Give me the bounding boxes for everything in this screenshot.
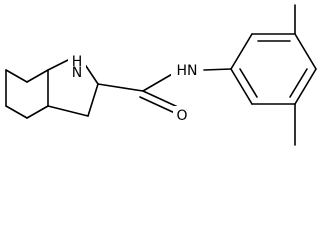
bond-n-aryl: [203, 68, 232, 71]
cyclohexane-ring: [5, 69, 49, 119]
bond-c1-c2: [26, 69, 49, 83]
bond-ar1-ar2: [230, 33, 253, 70]
bond-c3-c3a: [47, 105, 89, 117]
aromatic-inner-bond-3: [239, 68, 258, 98]
amine-nitrogen-label: N: [72, 65, 82, 81]
carbonyl-oxygen-label: O: [176, 108, 187, 124]
carbonyl-o-label-mask: [173, 106, 191, 126]
amide-nh-label: HN: [177, 63, 198, 79]
amide-nh-label-mask: [171, 61, 203, 81]
bond-c2-c3: [87, 83, 99, 117]
bond-carbonyl-o-b: [139, 96, 178, 115]
amine-label-mask: [68, 50, 86, 78]
bond-ar6-ar1: [230, 68, 253, 105]
bond-c2-carbonyl: [97, 83, 144, 92]
amide-group: [97, 68, 232, 115]
atom-labels: H N HN O: [68, 50, 203, 126]
molecule-structure: H N HN O: [5, 4, 317, 146]
amine-hydrogen-label: H: [72, 54, 83, 70]
bond-ar3-ar4: [294, 33, 317, 70]
aromatic-inner-bond-2: [289, 68, 308, 98]
benzene-ring: [230, 33, 317, 105]
bond-carbonyl-o-a: [142, 90, 181, 109]
bond-c2-c3: [5, 69, 28, 83]
bond-carbonyl-n: [142, 72, 175, 92]
bond-c5-c6: [26, 105, 49, 119]
bond-ar4-ar5: [294, 68, 317, 105]
bond-c4-c5: [5, 105, 28, 119]
